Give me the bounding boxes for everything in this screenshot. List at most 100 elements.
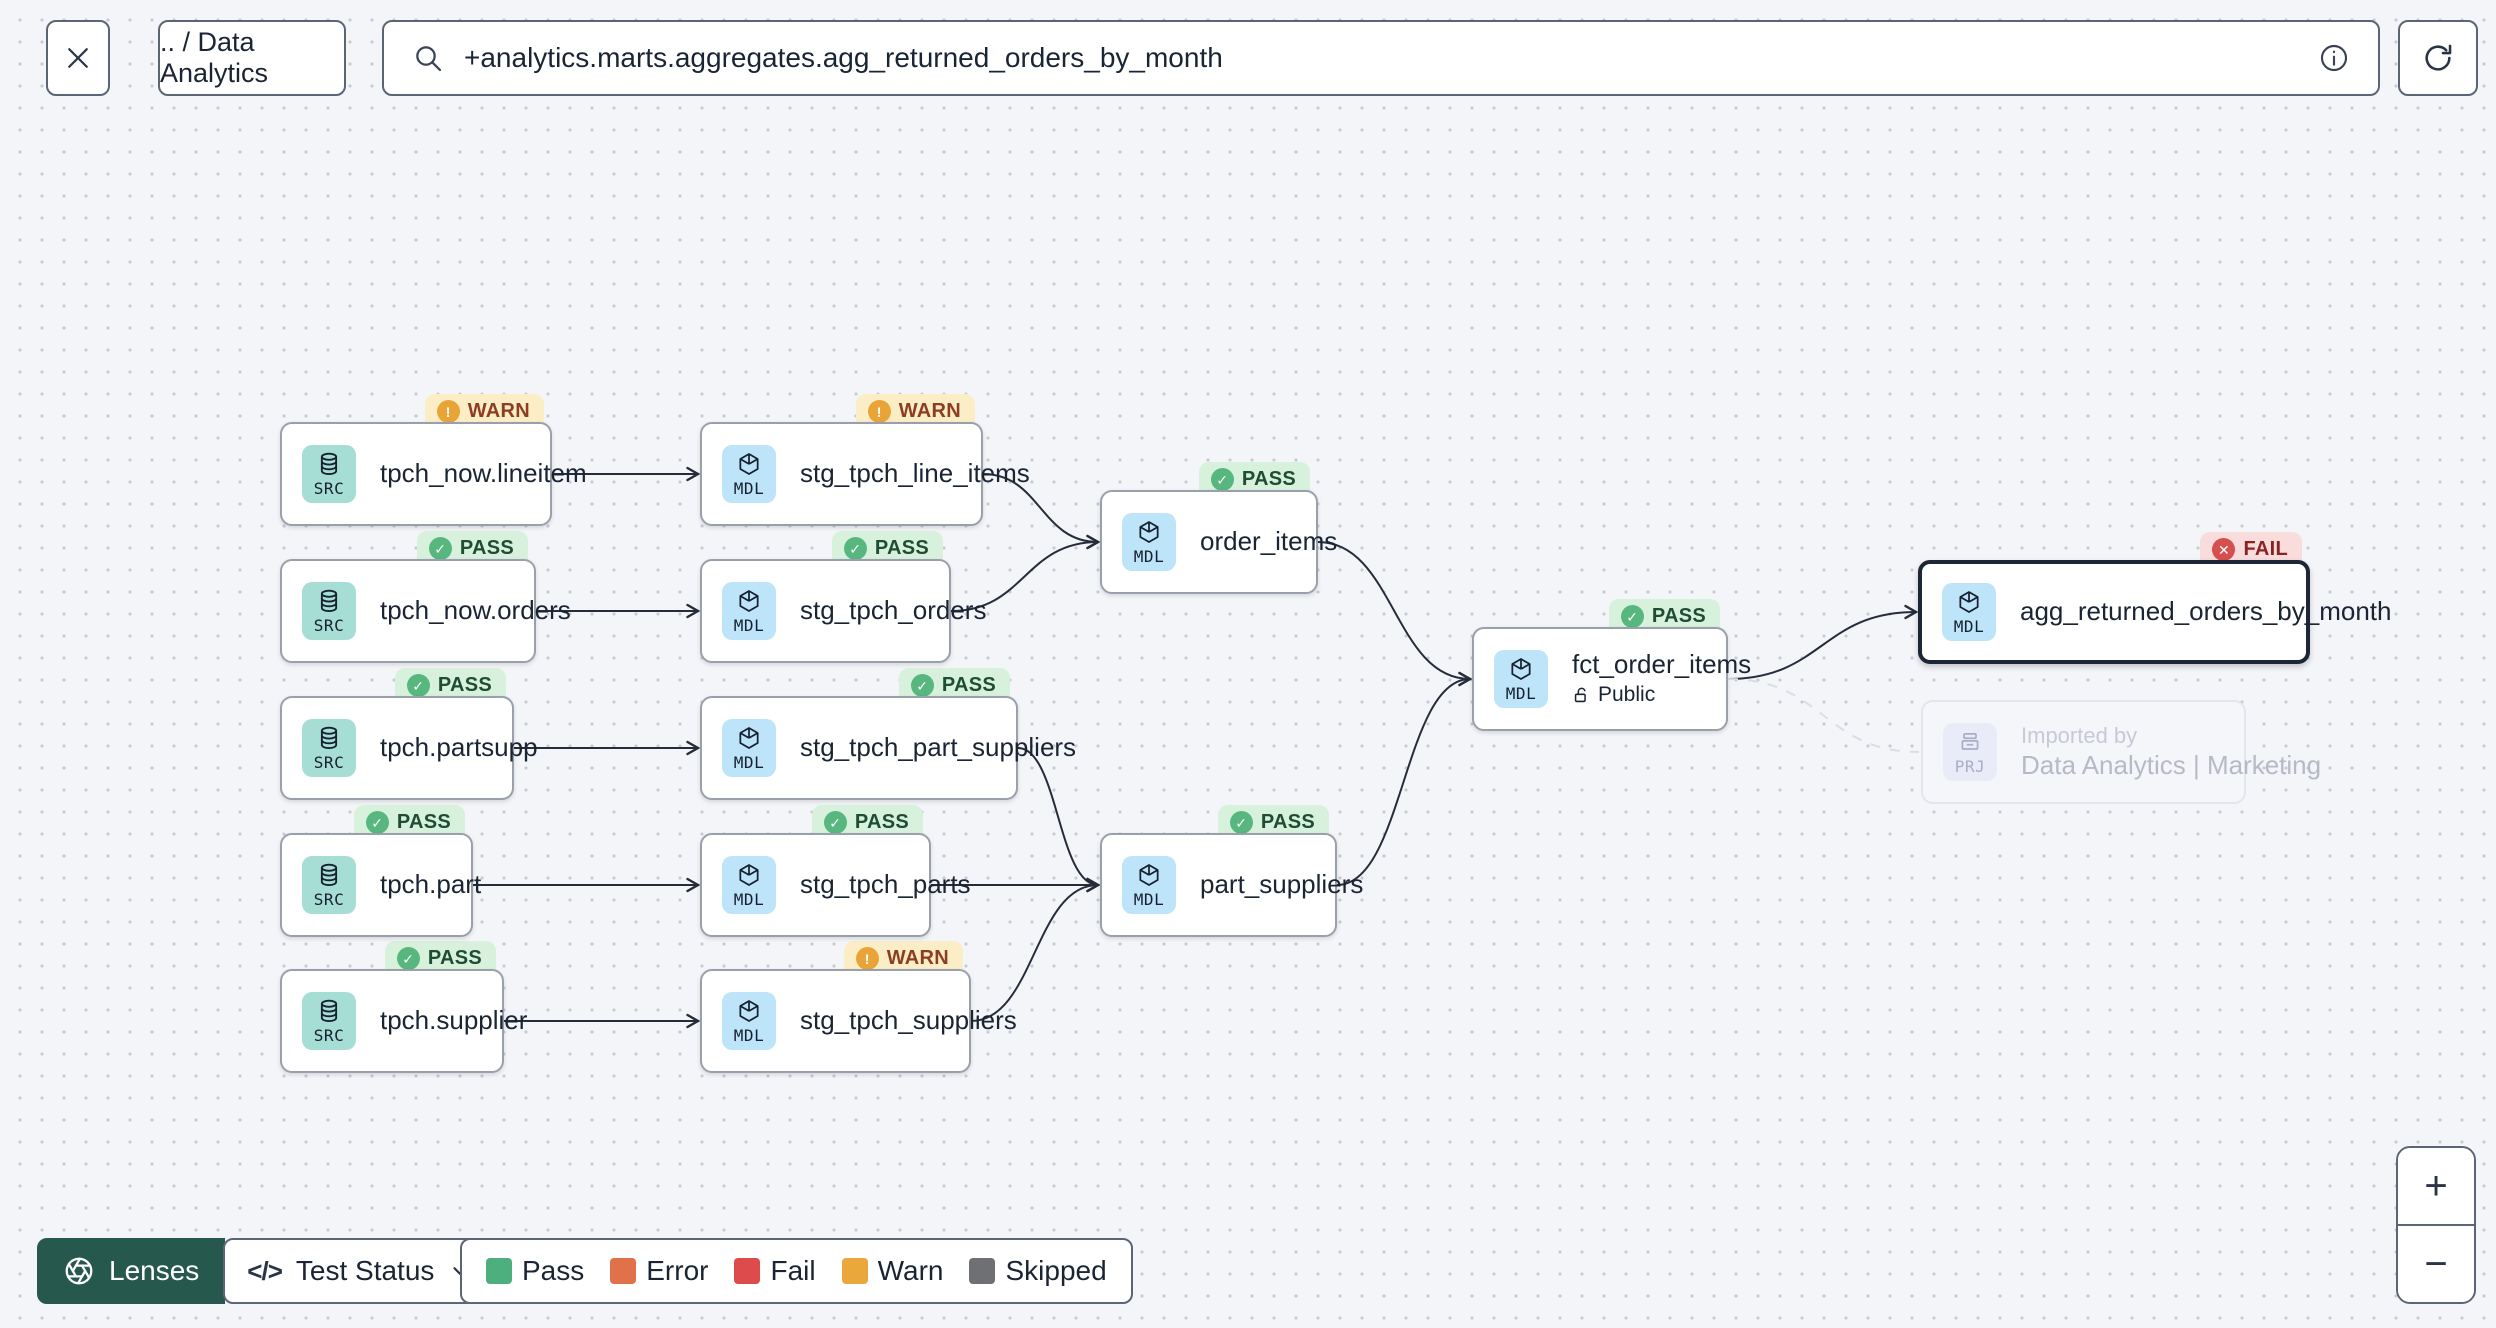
database-icon: [316, 862, 342, 888]
src-resource-chip: SRC: [302, 992, 356, 1050]
legend-label: Pass: [522, 1255, 585, 1286]
node-part_suppliers[interactable]: ✓PASS MDL part_suppliers: [1100, 805, 1363, 937]
lens-selector[interactable]: </> Test Status: [223, 1238, 499, 1304]
model-cube-icon: [1136, 519, 1162, 545]
lenses-button[interactable]: Lenses: [37, 1238, 226, 1304]
node-card[interactable]: MDL stg_tpch_part_suppliers: [700, 696, 1076, 800]
project-icon: [1957, 729, 1983, 755]
node-fct_order_items[interactable]: ✓PASS MDL fct_order_items Public: [1472, 599, 1751, 731]
legend-item-error: Error: [610, 1255, 708, 1287]
node-label: tpch_now.orders: [380, 595, 571, 626]
node-label: tpch_now.lineitem: [380, 458, 587, 489]
node-card[interactable]: SRC tpch_now.lineitem: [280, 422, 587, 526]
aperture-icon: [63, 1255, 95, 1287]
legend-swatch: [486, 1258, 512, 1284]
legend-swatch: [969, 1258, 996, 1284]
status-dot: !: [436, 400, 460, 423]
node-card[interactable]: MDL stg_tpch_suppliers: [700, 969, 1017, 1073]
node-subtitle: Data Analytics | Marketing: [2021, 749, 2322, 780]
node-label: order_items: [1200, 526, 1338, 557]
lineage-edge: [970, 877, 1101, 1022]
status-dot: ✓: [428, 537, 452, 560]
legend-swatch: [734, 1258, 761, 1284]
node-card[interactable]: MDL stg_tpch_orders: [700, 559, 986, 663]
node-card[interactable]: MDL order_items: [1100, 490, 1337, 594]
status-dot: ✓: [396, 947, 420, 970]
legend-swatch: [841, 1258, 868, 1284]
code-icon: </>: [247, 1255, 283, 1286]
node-label: stg_tpch_orders: [800, 595, 987, 626]
mdl-resource-chip: MDL: [1122, 856, 1176, 914]
node-stg_suppliers[interactable]: !WARN MDL stg_tpch_suppliers: [700, 941, 1017, 1073]
node-label: stg_tpch_line_items: [800, 458, 1030, 489]
legend-item-skipped: Skipped: [969, 1255, 1107, 1287]
node-card[interactable]: SRC tpch.part: [280, 833, 481, 937]
node-imported_by: PRJ Imported by Data Analytics | Marketi…: [1921, 700, 2321, 804]
status-dot: ✓: [823, 811, 847, 834]
search-input[interactable]: [464, 42, 2298, 74]
zoom-in-button[interactable]: +: [2398, 1148, 2474, 1226]
database-icon: [316, 451, 342, 477]
node-card[interactable]: MDL stg_tpch_line_items: [700, 422, 1030, 526]
src-resource-chip: SRC: [302, 719, 356, 777]
mdl-resource-chip: MDL: [1494, 650, 1548, 708]
model-cube-icon: [736, 725, 762, 751]
node-card[interactable]: MDL fct_order_items Public: [1472, 627, 1751, 731]
legend-label: Skipped: [1005, 1255, 1107, 1286]
node-order_items[interactable]: ✓PASS MDL order_items: [1100, 462, 1337, 594]
legend-label: Error: [646, 1255, 709, 1286]
close-icon: [63, 43, 93, 73]
node-src_orders[interactable]: ✓PASS SRC tpch_now.orders: [280, 531, 571, 663]
zoom-out-button[interactable]: −: [2398, 1226, 2474, 1302]
node-label: tpch.partsupp: [380, 732, 538, 763]
src-resource-chip: SRC: [302, 856, 356, 914]
legend-label: Fail: [770, 1255, 816, 1286]
node-card: PRJ Imported by Data Analytics | Marketi…: [1921, 700, 2321, 804]
node-stg_line_items[interactable]: !WARN MDL stg_tpch_line_items: [700, 394, 1030, 526]
mdl-resource-chip: MDL: [722, 582, 776, 640]
lineage-edge: [1336, 671, 1473, 886]
node-label: fct_order_items: [1572, 649, 1752, 680]
mdl-resource-chip: MDL: [722, 445, 776, 503]
mdl-resource-chip: MDL: [1942, 583, 1996, 641]
node-stg_part_suppliers[interactable]: ✓PASS MDL stg_tpch_part_suppliers: [700, 668, 1076, 800]
model-cube-icon: [736, 862, 762, 888]
search-bar[interactable]: [382, 20, 2380, 96]
node-src_partsupp[interactable]: ✓PASS SRC tpch.partsupp: [280, 668, 538, 800]
test-status-legend: Pass Error Fail Warn Skipped: [460, 1238, 1133, 1304]
node-src_supplier[interactable]: ✓PASS SRC tpch.supplier: [280, 941, 527, 1073]
node-agg_returned_orders_by_month[interactable]: ✕FAIL MDL agg_returned_orders_by_month: [1918, 532, 2391, 664]
node-stg_parts[interactable]: ✓PASS MDL stg_tpch_parts: [700, 805, 971, 937]
legend-item-warn: Warn: [841, 1255, 943, 1287]
src-resource-chip: SRC: [302, 582, 356, 640]
node-label: tpch.supplier: [380, 1005, 528, 1036]
database-icon: [316, 725, 342, 751]
node-card[interactable]: SRC tpch.supplier: [280, 969, 527, 1073]
node-label: tpch.part: [380, 869, 482, 900]
model-cube-icon: [736, 998, 762, 1024]
node-card[interactable]: MDL part_suppliers: [1100, 833, 1363, 937]
info-icon[interactable]: [2318, 42, 2350, 74]
model-cube-icon: [736, 451, 762, 477]
mdl-resource-chip: MDL: [722, 719, 776, 777]
lineage-edge: [1727, 678, 1920, 753]
refresh-button[interactable]: [2398, 20, 2478, 96]
status-dot: !: [867, 400, 891, 423]
status-dot: !: [855, 947, 879, 970]
node-card[interactable]: SRC tpch_now.orders: [280, 559, 571, 663]
model-cube-icon: [1136, 862, 1162, 888]
node-label: part_suppliers: [1200, 869, 1364, 900]
node-src_part[interactable]: ✓PASS SRC tpch.part: [280, 805, 481, 937]
zoom-controls: + −: [2396, 1146, 2476, 1304]
node-card[interactable]: SRC tpch.partsupp: [280, 696, 538, 800]
node-stg_orders[interactable]: ✓PASS MDL stg_tpch_orders: [700, 531, 986, 663]
close-button[interactable]: [46, 20, 110, 96]
node-card[interactable]: MDL stg_tpch_parts: [700, 833, 971, 937]
node-src_lineitem[interactable]: !WARN SRC tpch_now.lineitem: [280, 394, 587, 526]
node-card[interactable]: MDL agg_returned_orders_by_month: [1918, 560, 2391, 664]
breadcrumb[interactable]: .. / Data Analytics: [158, 20, 346, 96]
lineage-edge: [982, 473, 1101, 550]
legend-swatch: [610, 1258, 637, 1284]
node-label: Imported by: [2021, 723, 2138, 749]
